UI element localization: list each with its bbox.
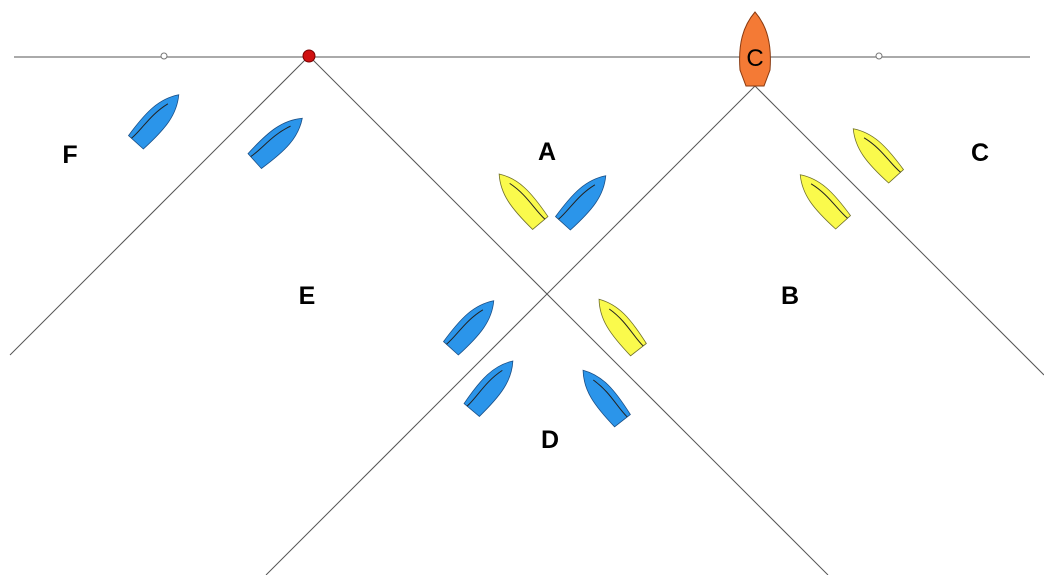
yellow-boat-a <box>489 166 550 231</box>
pin-layline-left <box>9 55 310 356</box>
yellow-boat-b <box>791 166 853 231</box>
zone-label-e: E <box>299 282 316 310</box>
zone-label-a: A <box>538 138 556 166</box>
pin-buoy <box>302 49 316 63</box>
cb-layline-left <box>265 85 756 575</box>
committee-boat-letter: C <box>746 45 763 72</box>
blue-boat-a <box>553 167 615 232</box>
line-marker-right <box>875 52 883 60</box>
blue-boat-f <box>126 86 188 151</box>
zone-label-d: D <box>541 426 559 454</box>
zone-label-b: B <box>781 282 799 310</box>
blue-boat-e-lower <box>441 292 503 357</box>
cb-layline-right <box>754 85 1044 376</box>
blue-boat-d-left <box>462 353 523 418</box>
line-marker-left <box>160 52 168 60</box>
zone-label-f: F <box>62 141 77 169</box>
yellow-boat-d-upper <box>589 291 648 358</box>
committee-boat: C <box>739 11 771 87</box>
pin-layline-right <box>308 55 829 575</box>
blue-boat-e-upper <box>246 109 311 171</box>
yellow-boat-c <box>844 120 906 185</box>
blue-boat-d-right <box>573 362 632 429</box>
zone-label-c: C <box>971 139 989 167</box>
